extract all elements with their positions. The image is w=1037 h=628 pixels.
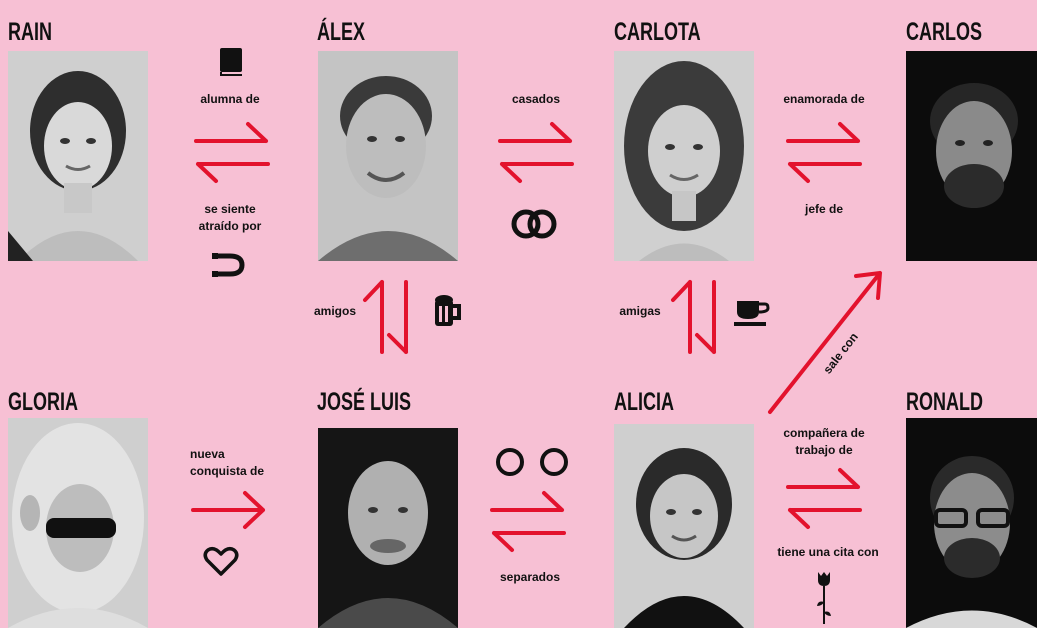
arrow-gloria-joseluis: [191, 491, 265, 529]
label-separados: separados: [499, 570, 561, 584]
arrow-rain-alex: [194, 122, 270, 183]
label-amigos: amigos: [313, 304, 356, 318]
label-alumna-de: alumna de: [200, 92, 260, 106]
name-rain: RAIN: [8, 18, 52, 46]
heart-icon: [203, 546, 239, 576]
separated-rings-icon: [496, 448, 568, 476]
name-ronald: RONALD: [906, 388, 983, 416]
rose-icon: [817, 572, 831, 624]
arrow-carlota-alicia: [671, 280, 716, 354]
label-casados: casados: [511, 92, 561, 106]
name-alicia: ALICIA: [614, 388, 674, 416]
label-tiene-una-cita-con: tiene una cita con: [777, 545, 879, 559]
arrow-joseluis-alicia: [490, 491, 566, 552]
photo-carlos: [906, 51, 1037, 261]
label-nueva: nueva: [190, 447, 225, 461]
photo-alicia: [614, 424, 754, 628]
name-carlota: CARLOTA: [614, 18, 701, 46]
rings-icon: [511, 209, 557, 239]
arrow-alicia-ronald: [786, 468, 862, 529]
label-jefe-de: jefe de: [804, 202, 843, 216]
magnet-icon: [212, 253, 245, 277]
name-gloria: GLORIA: [8, 388, 78, 416]
arrow-alex-carlota: [498, 122, 574, 183]
label-conquista-de: conquista de: [190, 464, 265, 478]
photo-gloria: [8, 418, 148, 628]
photo-ronald: [906, 418, 1037, 628]
label-enamorada-de: enamorada de: [783, 92, 865, 106]
label-atraido-por: atraído por: [198, 219, 262, 233]
name-carlos: CARLOS: [906, 18, 983, 46]
label-companera-de: compañera de: [783, 426, 865, 440]
photo-jose-luis: [318, 428, 458, 628]
photo-alex: [318, 51, 458, 261]
name-alex: ÁLEX: [317, 18, 366, 46]
arrow-alex-joseluis: [363, 280, 408, 354]
beer-icon: [435, 295, 461, 326]
coffee-icon: [734, 301, 770, 326]
label-trabajo-de: trabajo de: [795, 443, 853, 457]
arrow-carlota-carlos: [786, 122, 862, 183]
name-jose-luis: JOSÉ LUIS: [317, 388, 412, 416]
label-se-siente: se siente: [204, 202, 256, 216]
photo-rain: [8, 51, 148, 261]
photo-carlota: [614, 51, 754, 261]
book-icon: [220, 48, 242, 76]
label-amigas: amigas: [619, 304, 661, 318]
arrow-alicia-carlos: [768, 271, 882, 414]
